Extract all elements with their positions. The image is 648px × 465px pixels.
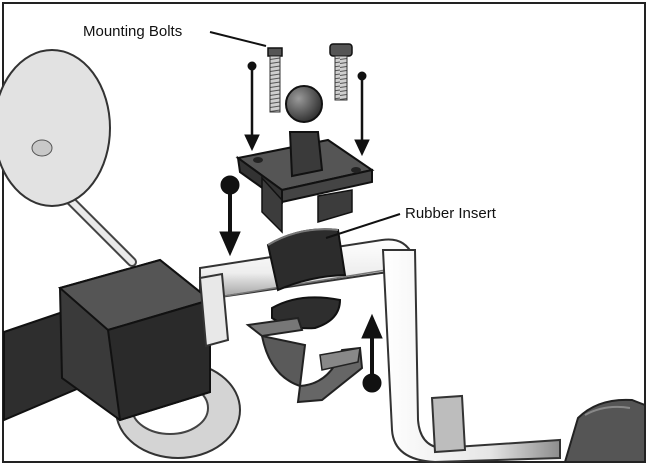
ball-mount-clamp (235, 85, 375, 234)
label-rubber-insert: Rubber Insert (405, 205, 497, 222)
bolt-right (329, 43, 353, 101)
leader-mounting-bolts (209, 31, 267, 47)
reflector-disk (0, 49, 137, 267)
bolt-left (267, 47, 283, 113)
rubber-insert-upper (266, 228, 347, 292)
lower-clamp (245, 316, 364, 404)
handlebar-housing (3, 258, 230, 422)
label-mounting-bolts: Mounting Bolts (83, 23, 182, 40)
ball-icon (285, 85, 323, 123)
arrow-clamp-down (219, 175, 241, 257)
leader-rubber-insert (325, 213, 401, 239)
arrow-bolt-right (354, 71, 370, 157)
arrow-bolt-left (244, 61, 260, 152)
bottom-right-part (563, 398, 646, 463)
arrow-clamp-up (361, 313, 383, 393)
